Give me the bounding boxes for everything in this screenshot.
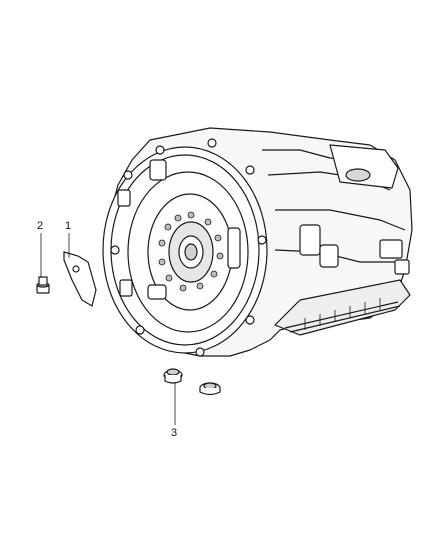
- callout-1: 1: [65, 220, 72, 232]
- callout-2: 2: [37, 220, 44, 232]
- callout-3: 3: [171, 427, 178, 439]
- plug: [199, 382, 221, 396]
- bolt: [36, 276, 50, 294]
- grommet: [163, 368, 183, 384]
- transmission-assembly: [102, 127, 413, 357]
- shield-plate: [63, 251, 97, 307]
- leader-lines: [40, 233, 176, 425]
